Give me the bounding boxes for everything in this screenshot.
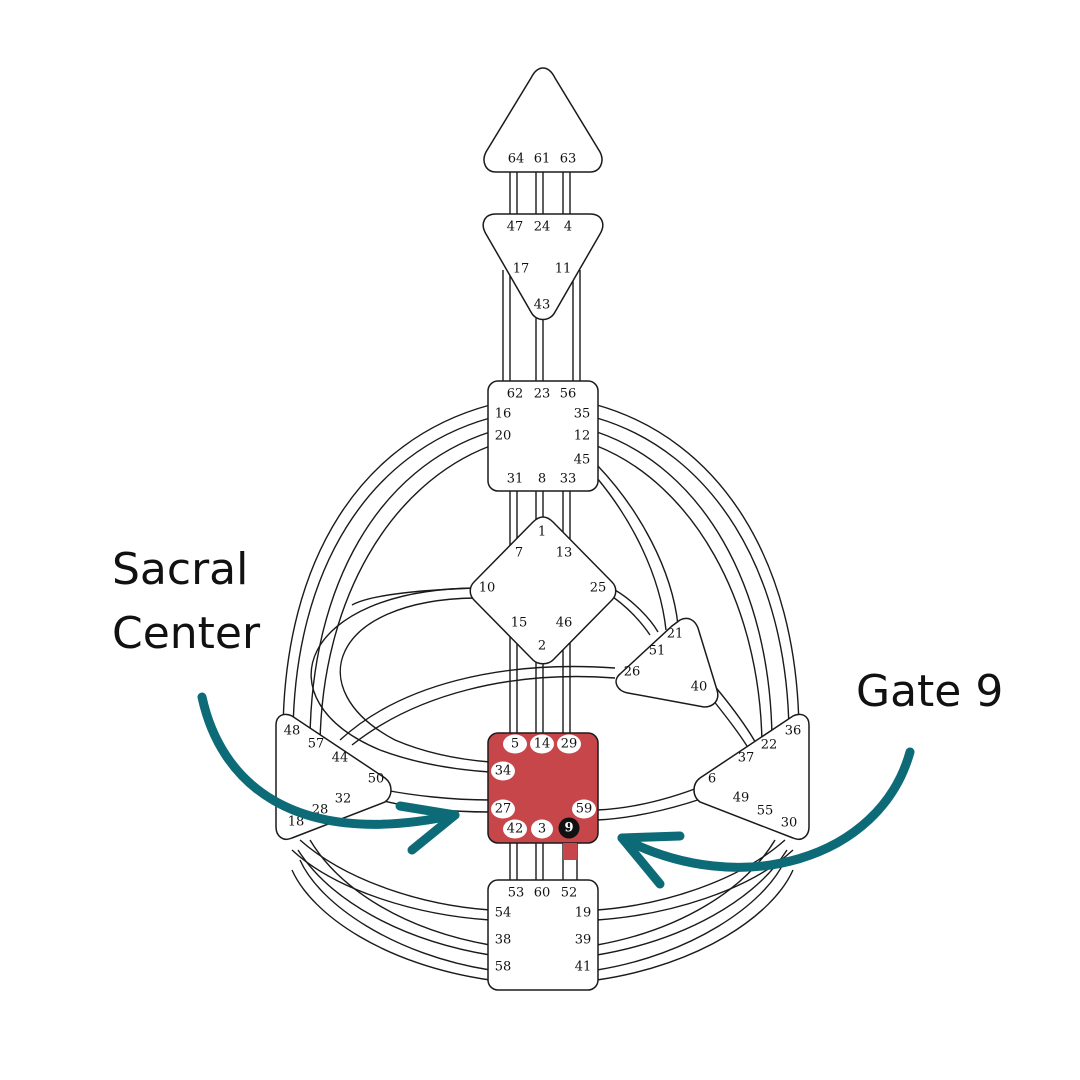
gate-label: 40 — [691, 680, 708, 695]
gate-label: 16 — [495, 407, 512, 422]
solar-plexus-center — [693, 713, 810, 840]
gate-label: 34 — [495, 764, 512, 779]
sacral-center — [487, 732, 599, 860]
throat-center — [487, 380, 599, 492]
gate-label: 4 — [564, 220, 572, 235]
gate-label: 57 — [308, 737, 325, 752]
sacral-center-label-line2: Center — [112, 607, 261, 659]
ajna-center — [482, 213, 604, 321]
gate-label: 31 — [507, 472, 524, 487]
gate-label: 2 — [538, 639, 546, 654]
sacral-center-label: Sacral Center — [112, 538, 260, 666]
root-center — [487, 879, 599, 991]
gate-label: 10 — [479, 581, 496, 596]
gate-label: 22 — [761, 738, 778, 753]
gate-label: 25 — [590, 581, 607, 596]
gate-label: 46 — [556, 616, 573, 631]
gate-label: 63 — [560, 152, 577, 167]
gate-label: 54 — [495, 906, 512, 921]
gate-label: 5 — [511, 737, 519, 752]
gate-label: 48 — [284, 724, 301, 739]
gate-badge — [530, 734, 554, 754]
gate-label: 44 — [332, 751, 349, 766]
gate-label: 42 — [507, 822, 524, 837]
gate-label: 51 — [649, 644, 666, 659]
gate-9-pointer-arrowhead — [617, 831, 685, 889]
gate-label: 13 — [556, 546, 573, 561]
gate-label: 3 — [538, 822, 546, 837]
gate-label: 6 — [708, 772, 716, 787]
sacral-gate-badges: 5 14 29 34 27 59 42 3 9 — [491, 734, 596, 839]
gate-label: 50 — [368, 772, 385, 787]
gate-label: 18 — [288, 815, 305, 830]
gate-labels: 64 61 63 47 24 4 17 11 43 62 23 56 16 35… — [284, 152, 802, 975]
gate-label: 20 — [495, 429, 512, 444]
gate-label: 33 — [560, 472, 577, 487]
gate-label: 29 — [561, 737, 578, 752]
gate-label: 7 — [515, 546, 523, 561]
gate-label: 53 — [508, 886, 525, 901]
gate-label: 35 — [574, 407, 591, 422]
gate-label: 15 — [511, 616, 528, 631]
channels — [282, 170, 800, 981]
gate-badge — [491, 761, 515, 781]
gate-label: 17 — [513, 262, 530, 277]
gate-label: 24 — [534, 220, 551, 235]
gate-label: 47 — [507, 220, 524, 235]
sacral-center-label-line1: Sacral — [112, 544, 249, 595]
gate-label: 21 — [667, 627, 684, 642]
gate-label: 39 — [575, 933, 592, 948]
gate-label: 19 — [575, 906, 592, 921]
spleen-center — [275, 713, 392, 840]
gate-9-label-annotation: Gate 9 — [856, 666, 1004, 717]
gate-label: 52 — [561, 886, 578, 901]
annotation-arrows — [197, 692, 915, 889]
gate-badge — [503, 819, 527, 839]
sacral-pointer-arrowhead — [395, 801, 460, 855]
head-center — [483, 67, 603, 173]
gate-label: 55 — [757, 804, 774, 819]
gate-label: 59 — [576, 802, 593, 817]
gate-label: 32 — [335, 792, 352, 807]
gate-9-label: 9 — [564, 821, 573, 836]
gate-label: 37 — [738, 751, 755, 766]
g-center — [469, 516, 617, 665]
gate-badge — [557, 734, 581, 754]
gate-label: 49 — [733, 791, 750, 806]
gate-label: 11 — [555, 262, 572, 277]
gate-badge — [531, 819, 553, 839]
gate-label: 61 — [534, 152, 551, 167]
gate-label: 45 — [574, 453, 591, 468]
gate-label: 56 — [560, 387, 577, 402]
gate-label: 8 — [538, 472, 546, 487]
gate-label: 64 — [508, 152, 525, 167]
gate-label: 12 — [574, 429, 591, 444]
gate-label: 36 — [785, 724, 802, 739]
gate-label: 26 — [624, 665, 641, 680]
gate-label: 43 — [534, 298, 551, 313]
gate-label: 60 — [534, 886, 551, 901]
heart-center — [615, 617, 719, 708]
gate-label: 23 — [534, 387, 551, 402]
gate-badge — [491, 799, 515, 819]
gate-badge — [572, 799, 596, 819]
gate-label: 38 — [495, 933, 512, 948]
gate-label: 27 — [495, 802, 512, 817]
gate-label: 62 — [507, 387, 524, 402]
gate-9-pointer-arrow — [617, 747, 915, 872]
gate-label: 41 — [575, 960, 592, 975]
gate-badge — [503, 734, 527, 754]
gate-label: 1 — [538, 525, 546, 540]
gate-label: 30 — [781, 816, 798, 831]
sacral-pointer-arrow — [197, 692, 460, 829]
gate-label: 58 — [495, 960, 512, 975]
gate-label: 14 — [534, 737, 551, 752]
gate-9-highlight-badge — [558, 817, 580, 839]
